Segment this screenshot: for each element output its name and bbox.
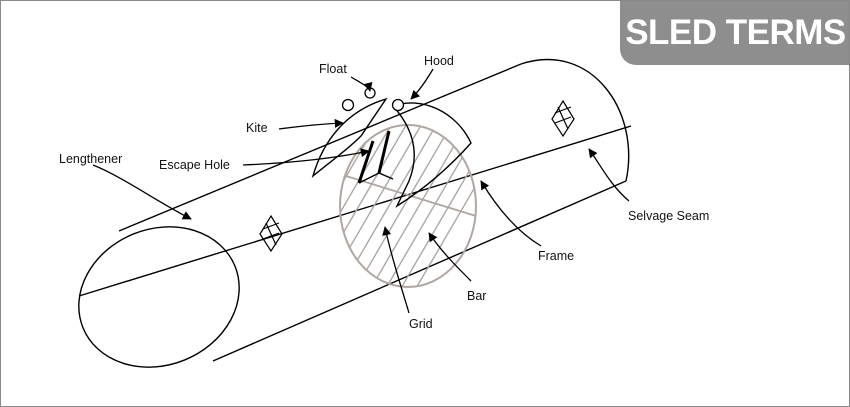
- label-frame: Frame: [538, 249, 574, 263]
- float: [391, 98, 405, 112]
- label-selvage-seam: Selvage Seam: [628, 209, 709, 223]
- mesh-mark: [259, 214, 283, 253]
- float: [364, 87, 376, 99]
- label-bar: Bar: [467, 289, 486, 303]
- label-float: Float: [319, 62, 347, 76]
- net-body: [78, 58, 632, 368]
- hood-assembly: [311, 87, 472, 208]
- label-hood: Hood: [424, 54, 454, 68]
- mesh-mark: [551, 99, 575, 138]
- frame-ring: [339, 124, 477, 288]
- label-grid: Grid: [409, 317, 433, 331]
- net-mouth: [78, 226, 240, 368]
- label-lengthener: Lengthener: [59, 152, 122, 166]
- diagram-title: SLED TERMS: [625, 13, 846, 52]
- label-escape-hole: Escape Hole: [159, 158, 230, 172]
- leader-lines: [92, 68, 630, 314]
- float: [341, 98, 355, 112]
- title-banner: SLED TERMS: [620, 1, 849, 65]
- selvage-seam-line: [78, 125, 632, 297]
- labels: Float Hood Kite Escape Hole Lengthener S…: [59, 54, 709, 331]
- label-kite: Kite: [246, 121, 268, 135]
